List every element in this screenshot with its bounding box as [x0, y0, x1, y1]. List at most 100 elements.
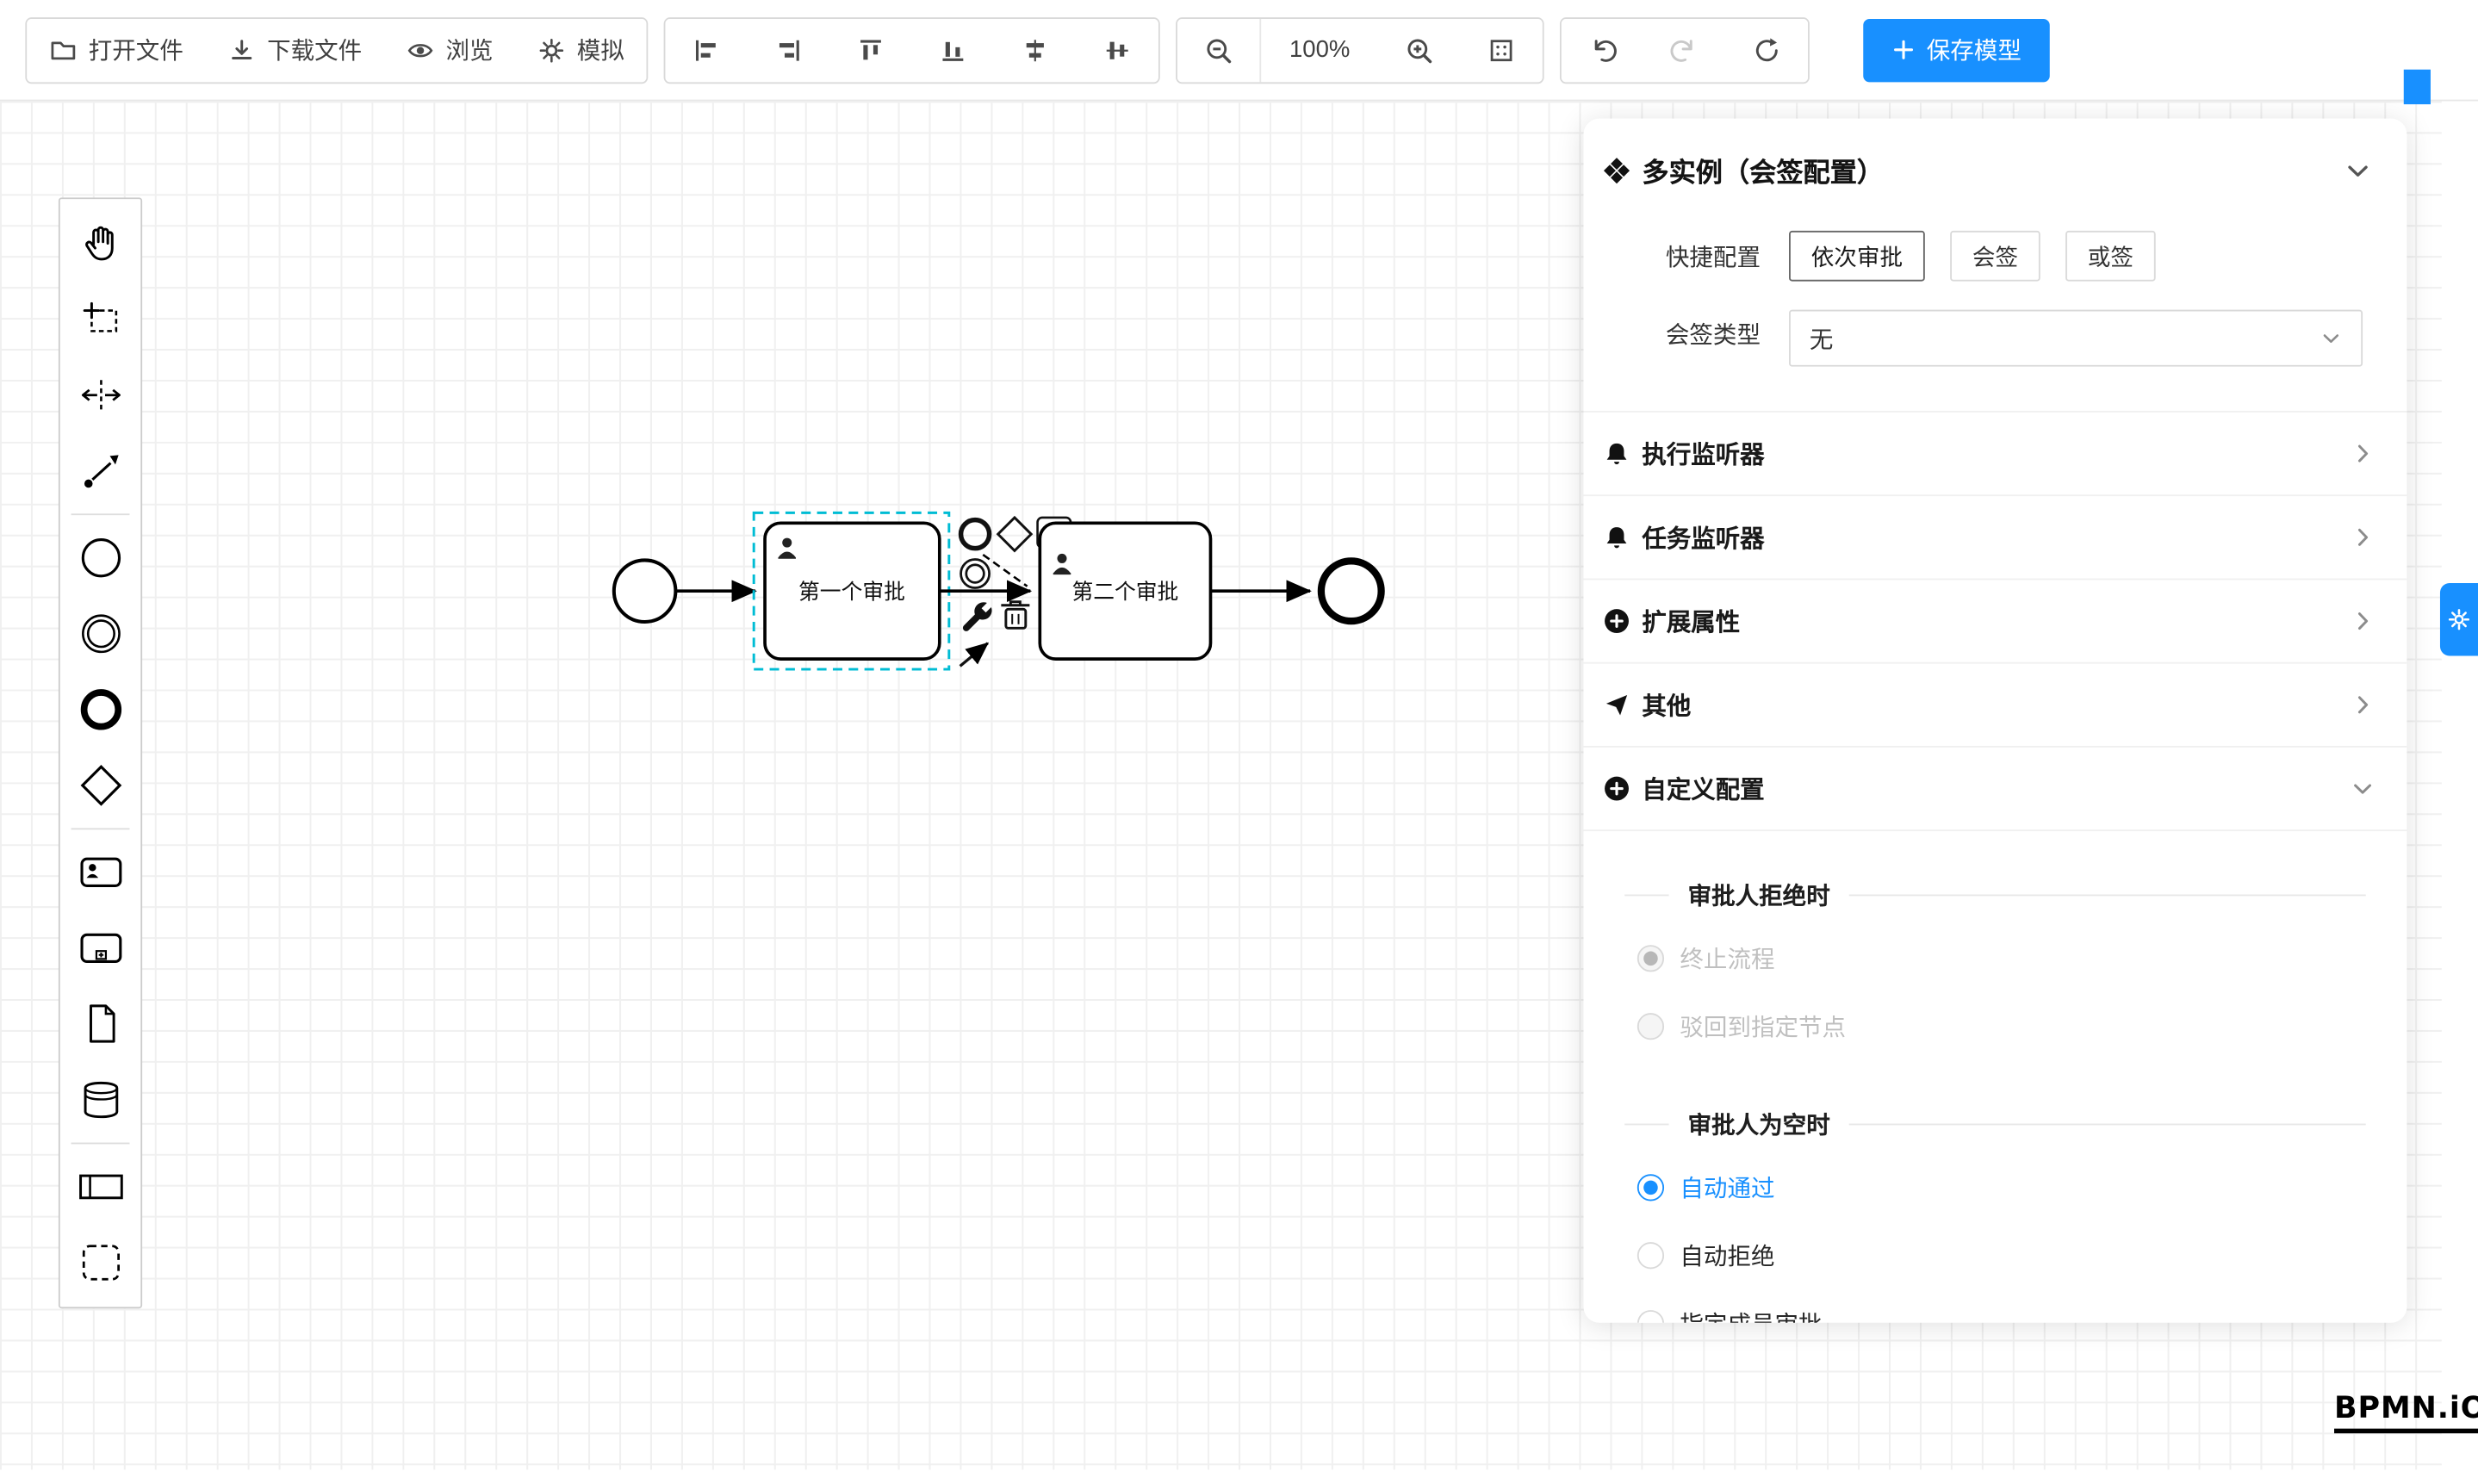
panel-title: 多实例（会签配置）: [1642, 158, 1885, 189]
chevron-right-icon: [2358, 696, 2369, 714]
fit-view-icon: [1490, 39, 1512, 61]
radio-auto-pass[interactable]: 自动通过: [1624, 1153, 2366, 1221]
radio-label: 驳回到指定节点: [1680, 1014, 1847, 1042]
align-bottom-button[interactable]: [911, 18, 995, 82]
section-others[interactable]: 其他: [1583, 664, 2407, 748]
align-left-icon: [696, 39, 716, 60]
eye-icon: [407, 43, 433, 57]
save-model-button[interactable]: 保存模型: [1863, 18, 2050, 82]
palette-lasso-tool[interactable]: [62, 282, 138, 357]
quick-option-countersign[interactable]: 会签: [1950, 230, 2040, 282]
file-button-group: 打开文件 下载文件 浏览 模拟: [25, 16, 649, 84]
empty-group-title: 审批人为空时: [1687, 1112, 1830, 1139]
fit-view-button[interactable]: [1460, 18, 1543, 82]
lasso-tool-icon: [82, 301, 117, 332]
radio-label: 终止流程: [1680, 947, 1775, 974]
quick-option-orsign[interactable]: 或签: [2065, 230, 2156, 282]
palette-start-event[interactable]: [62, 520, 138, 596]
align-button-group: [663, 16, 1160, 84]
section-execution-listener[interactable]: 执行监听器: [1583, 413, 2407, 497]
radio-auto-reject[interactable]: 自动拒绝: [1624, 1221, 2366, 1289]
sign-type-value: 无: [1809, 326, 1834, 354]
align-top-button[interactable]: [829, 18, 912, 82]
bell-icon: [1606, 443, 1627, 465]
plus-icon: [1894, 40, 1914, 59]
radio-label: 自动通过: [1680, 1176, 1775, 1203]
refresh-button[interactable]: [1725, 18, 1809, 82]
align-hcenter-icon: [1026, 39, 1045, 61]
palette-separator: [71, 1142, 130, 1145]
palette-global-connect-tool[interactable]: [62, 433, 138, 509]
align-vcenter-icon: [1106, 40, 1128, 59]
simulate-button[interactable]: 模拟: [515, 18, 647, 82]
align-vcenter-button[interactable]: [1076, 18, 1159, 82]
zoom-out-icon: [1207, 38, 1232, 63]
section-label: 任务监听器: [1642, 525, 1765, 554]
radio-circle: [1636, 1013, 1665, 1040]
align-left-button[interactable]: [665, 18, 748, 82]
section-custom-config[interactable]: 自定义配置: [1583, 748, 2407, 832]
zoom-in-button[interactable]: [1378, 18, 1461, 82]
quick-config-options: 依次审批 会签 或签: [1789, 230, 2156, 282]
align-hcenter-button[interactable]: [994, 18, 1077, 82]
panel-toggle-button[interactable]: [2439, 583, 2478, 656]
section-label: 扩展属性: [1642, 610, 1741, 637]
panel-sections: 执行监听器 任务监听器 扩展属性 其他 自定义配置: [1583, 411, 2407, 832]
user-task-icon: [79, 857, 121, 887]
palette-user-task[interactable]: [62, 835, 138, 910]
palette-subprocess[interactable]: [62, 910, 138, 986]
palette-hand-tool[interactable]: [62, 206, 138, 282]
start-event-icon: [80, 538, 121, 578]
palette-end-event[interactable]: [62, 672, 138, 748]
scrollbar-thumb[interactable]: [2403, 69, 2431, 105]
download-file-button[interactable]: 下载文件: [205, 18, 384, 82]
panel-header: 多实例（会签配置）: [1583, 119, 2407, 212]
bpmn-io-logo: BPMN.iO: [2334, 1391, 2478, 1434]
palette-gateway[interactable]: [62, 748, 138, 823]
multi-instance-icon: [1603, 157, 1630, 183]
radio-assign-member[interactable]: 指定成员审批: [1624, 1289, 2366, 1323]
palette-intermediate-event[interactable]: [62, 596, 138, 672]
gear-icon: [2448, 609, 2470, 630]
palette-participant[interactable]: [62, 1149, 138, 1225]
undo-button[interactable]: [1561, 18, 1644, 82]
radio-reject-to-node[interactable]: 驳回到指定节点: [1624, 992, 2366, 1060]
send-icon: [1605, 694, 1628, 716]
preview-button[interactable]: 浏览: [383, 18, 516, 82]
redo-button[interactable]: [1643, 18, 1726, 82]
group-icon: [81, 1245, 120, 1281]
panel-collapse-chevron-icon[interactable]: [2344, 156, 2372, 184]
sign-type-select[interactable]: 无: [1789, 309, 2363, 367]
zoom-level-display: 100%: [1259, 18, 1378, 82]
participant-icon: [78, 1174, 122, 1200]
refresh-icon: [1755, 37, 1778, 61]
quick-config-label: 快捷配置: [1665, 244, 1761, 271]
plus-circle-icon: [1605, 776, 1629, 801]
undo-icon: [1594, 39, 1617, 61]
align-top-icon: [860, 39, 882, 59]
data-object-icon: [89, 1004, 115, 1043]
empty-group-divider: 审批人为空时: [1624, 1108, 2366, 1141]
zoom-out-button[interactable]: [1177, 18, 1260, 82]
palette-data-store[interactable]: [62, 1062, 138, 1138]
open-file-label: 打开文件: [88, 38, 183, 65]
align-right-button[interactable]: [747, 18, 830, 82]
data-store-icon: [83, 1081, 118, 1119]
quick-option-sequential[interactable]: 依次审批: [1789, 230, 1925, 282]
palette-group[interactable]: [62, 1225, 138, 1301]
radio-circle: [1636, 1174, 1665, 1201]
quick-config-row: 快捷配置 依次审批 会签 或签: [1583, 230, 2363, 282]
section-extended-properties[interactable]: 扩展属性: [1583, 580, 2407, 664]
section-task-listener[interactable]: 任务监听器: [1583, 496, 2407, 581]
simulate-label: 模拟: [576, 38, 624, 65]
chevron-down-icon: [2354, 784, 2372, 794]
palette-separator: [71, 828, 130, 830]
element-palette: [58, 197, 143, 1309]
radio-terminate-process[interactable]: 终止流程: [1624, 924, 2366, 992]
section-label: 自定义配置: [1642, 777, 1765, 804]
align-right-icon: [779, 39, 799, 60]
palette-data-object[interactable]: [62, 986, 138, 1062]
open-file-button[interactable]: 打开文件: [27, 18, 206, 82]
palette-space-tool[interactable]: [62, 357, 138, 433]
reject-group-title: 审批人拒绝时: [1687, 883, 1830, 910]
